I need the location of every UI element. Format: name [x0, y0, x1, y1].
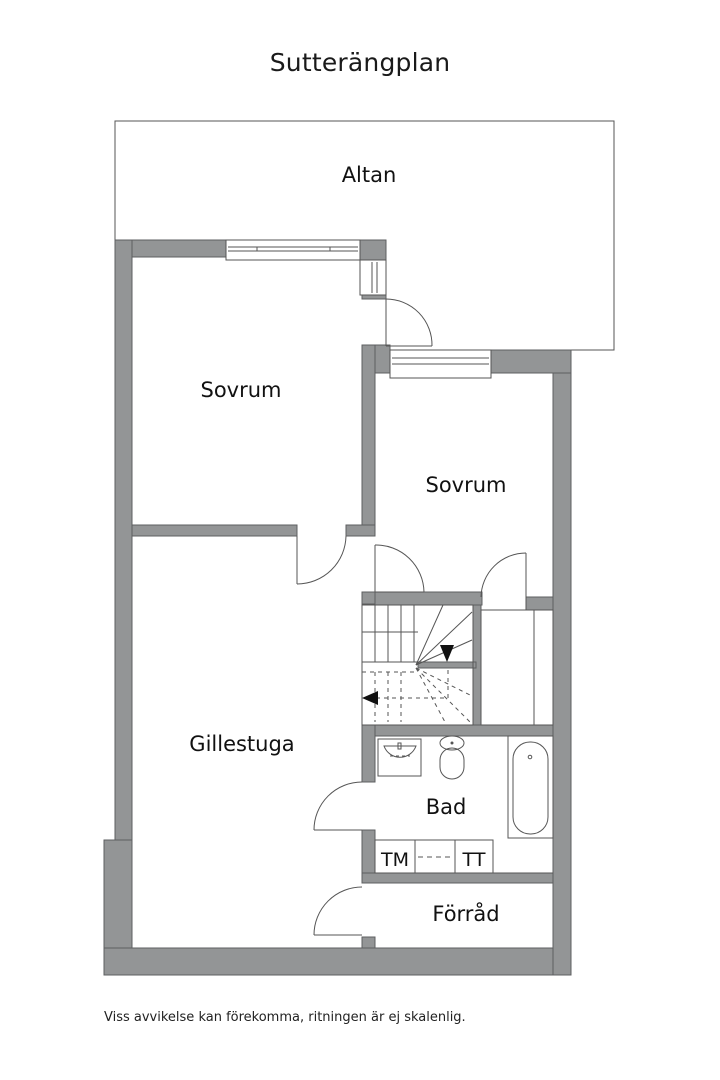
door-sovrum-1 [296, 535, 347, 585]
door-closet [480, 552, 527, 610]
deck-outline [114, 120, 615, 351]
door-sovrum-2 [374, 544, 425, 593]
door-altan [385, 298, 433, 347]
room-label-altan: Altan [342, 163, 397, 187]
sink [377, 738, 422, 777]
dryer-label: TT [462, 849, 486, 871]
bathtub [507, 735, 554, 839]
room-label-forrad: Förråd [432, 901, 499, 926]
window-side [359, 259, 387, 296]
staircase [361, 604, 474, 726]
laundry-counter [374, 839, 553, 874]
closet [480, 609, 554, 726]
window-sovrum-1 [225, 239, 361, 261]
door-bad [313, 781, 363, 831]
walls [103, 239, 572, 976]
toilet [439, 735, 465, 780]
room-label-sovrum-1: Sovrum [200, 378, 281, 402]
disclaimer-text: Viss avvikelse kan förekomma, ritningen … [104, 1010, 466, 1025]
door-forrad [313, 886, 363, 936]
plan-title: Sutterängplan [269, 48, 451, 77]
room-label-bad: Bad [426, 795, 467, 819]
washer-label: TM [380, 849, 409, 871]
room-label-gillestuga: Gillestuga [189, 732, 294, 756]
room-label-sovrum-2: Sovrum [425, 473, 506, 497]
window-sovrum-2 [389, 349, 492, 379]
